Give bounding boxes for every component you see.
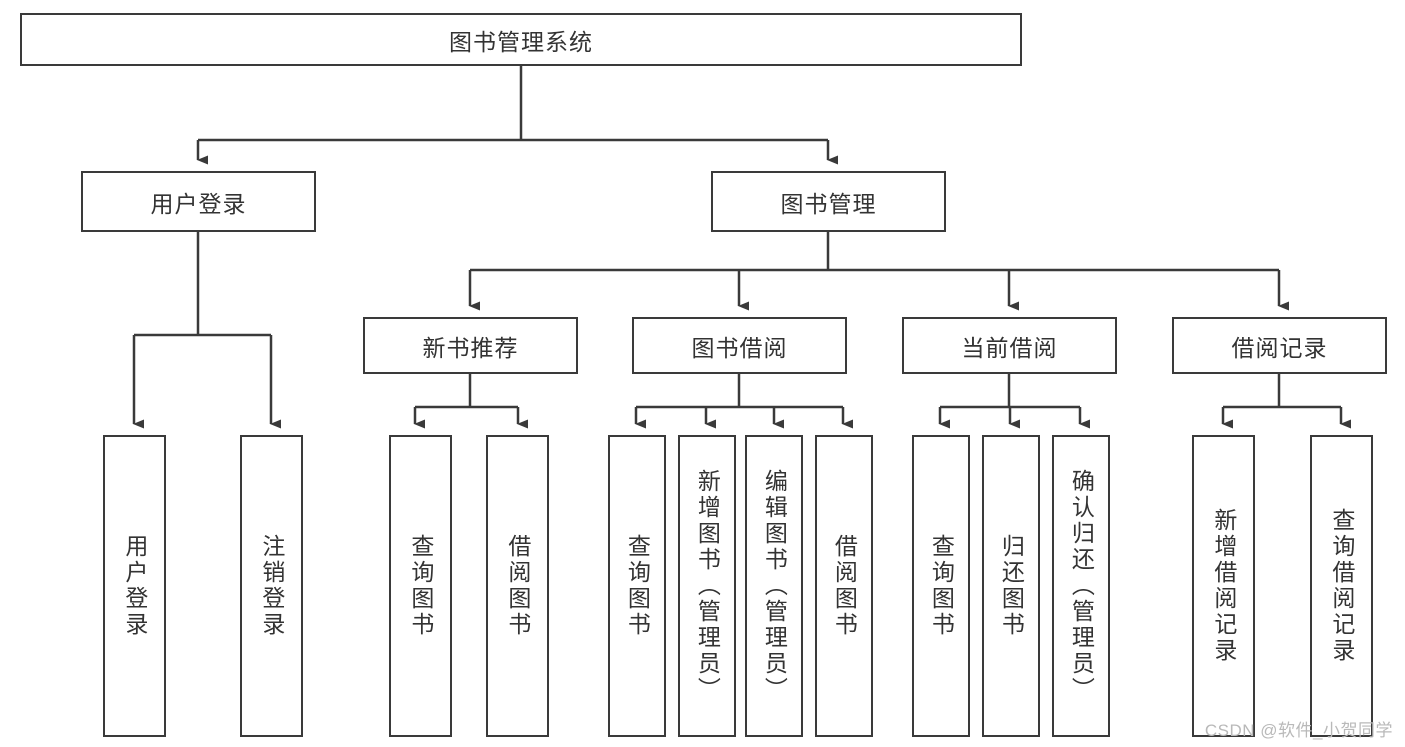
node-label: 确认归还（管理员） xyxy=(1068,469,1095,703)
node-leaf-3[interactable]: 借阅图书 xyxy=(486,435,549,737)
node-label: 查询图书 xyxy=(928,534,955,638)
node-label: 用户登录 xyxy=(121,534,148,638)
watermark-label: CSDN @软件_小贺同学 xyxy=(1204,721,1393,740)
node-label: 注销登录 xyxy=(258,534,285,638)
node-leaf-4[interactable]: 查询图书 xyxy=(608,435,666,737)
node-label: 当前借阅 xyxy=(961,334,1058,361)
node-level2-3[interactable]: 借阅记录 xyxy=(1172,317,1387,374)
node-leaf-6[interactable]: 编辑图书（管理员） xyxy=(745,435,803,737)
node-label: 图书管理 xyxy=(780,190,877,217)
node-leaf-0[interactable]: 用户登录 xyxy=(103,435,166,737)
node-leaf-9[interactable]: 归还图书 xyxy=(982,435,1040,737)
node-leaf-8[interactable]: 查询图书 xyxy=(912,435,970,737)
node-label: 编辑图书（管理员） xyxy=(761,469,788,703)
node-level2-1[interactable]: 图书借阅 xyxy=(632,317,847,374)
node-label: 图书管理系统 xyxy=(449,28,593,55)
node-level2-0[interactable]: 新书推荐 xyxy=(363,317,578,374)
node-leaf-2[interactable]: 查询图书 xyxy=(389,435,452,737)
node-root[interactable]: 图书管理系统 xyxy=(20,13,1022,66)
node-label: 新增图书（管理员） xyxy=(694,469,721,703)
node-level2-2[interactable]: 当前借阅 xyxy=(902,317,1117,374)
node-label: 查询图书 xyxy=(624,534,651,638)
node-label: 借阅图书 xyxy=(504,534,531,638)
node-leaf-11[interactable]: 新增借阅记录 xyxy=(1192,435,1255,737)
node-leaf-5[interactable]: 新增图书（管理员） xyxy=(678,435,736,737)
node-label: 借阅图书 xyxy=(831,534,858,638)
node-label: 借阅记录 xyxy=(1231,334,1328,361)
node-leaf-10[interactable]: 确认归还（管理员） xyxy=(1052,435,1110,737)
node-leaf-12[interactable]: 查询借阅记录 xyxy=(1310,435,1373,737)
node-label: 用户登录 xyxy=(150,190,247,217)
node-label: 查询图书 xyxy=(407,534,434,638)
node-label: 图书借阅 xyxy=(691,334,788,361)
node-leaf-7[interactable]: 借阅图书 xyxy=(815,435,873,737)
node-label: 归还图书 xyxy=(998,534,1025,638)
node-label: 新书推荐 xyxy=(422,334,519,361)
node-leaf-1[interactable]: 注销登录 xyxy=(240,435,303,737)
node-level1-1[interactable]: 图书管理 xyxy=(711,171,946,232)
node-level1-0[interactable]: 用户登录 xyxy=(81,171,316,232)
node-label: 新增借阅记录 xyxy=(1210,508,1237,664)
node-label: 查询借阅记录 xyxy=(1328,508,1355,664)
